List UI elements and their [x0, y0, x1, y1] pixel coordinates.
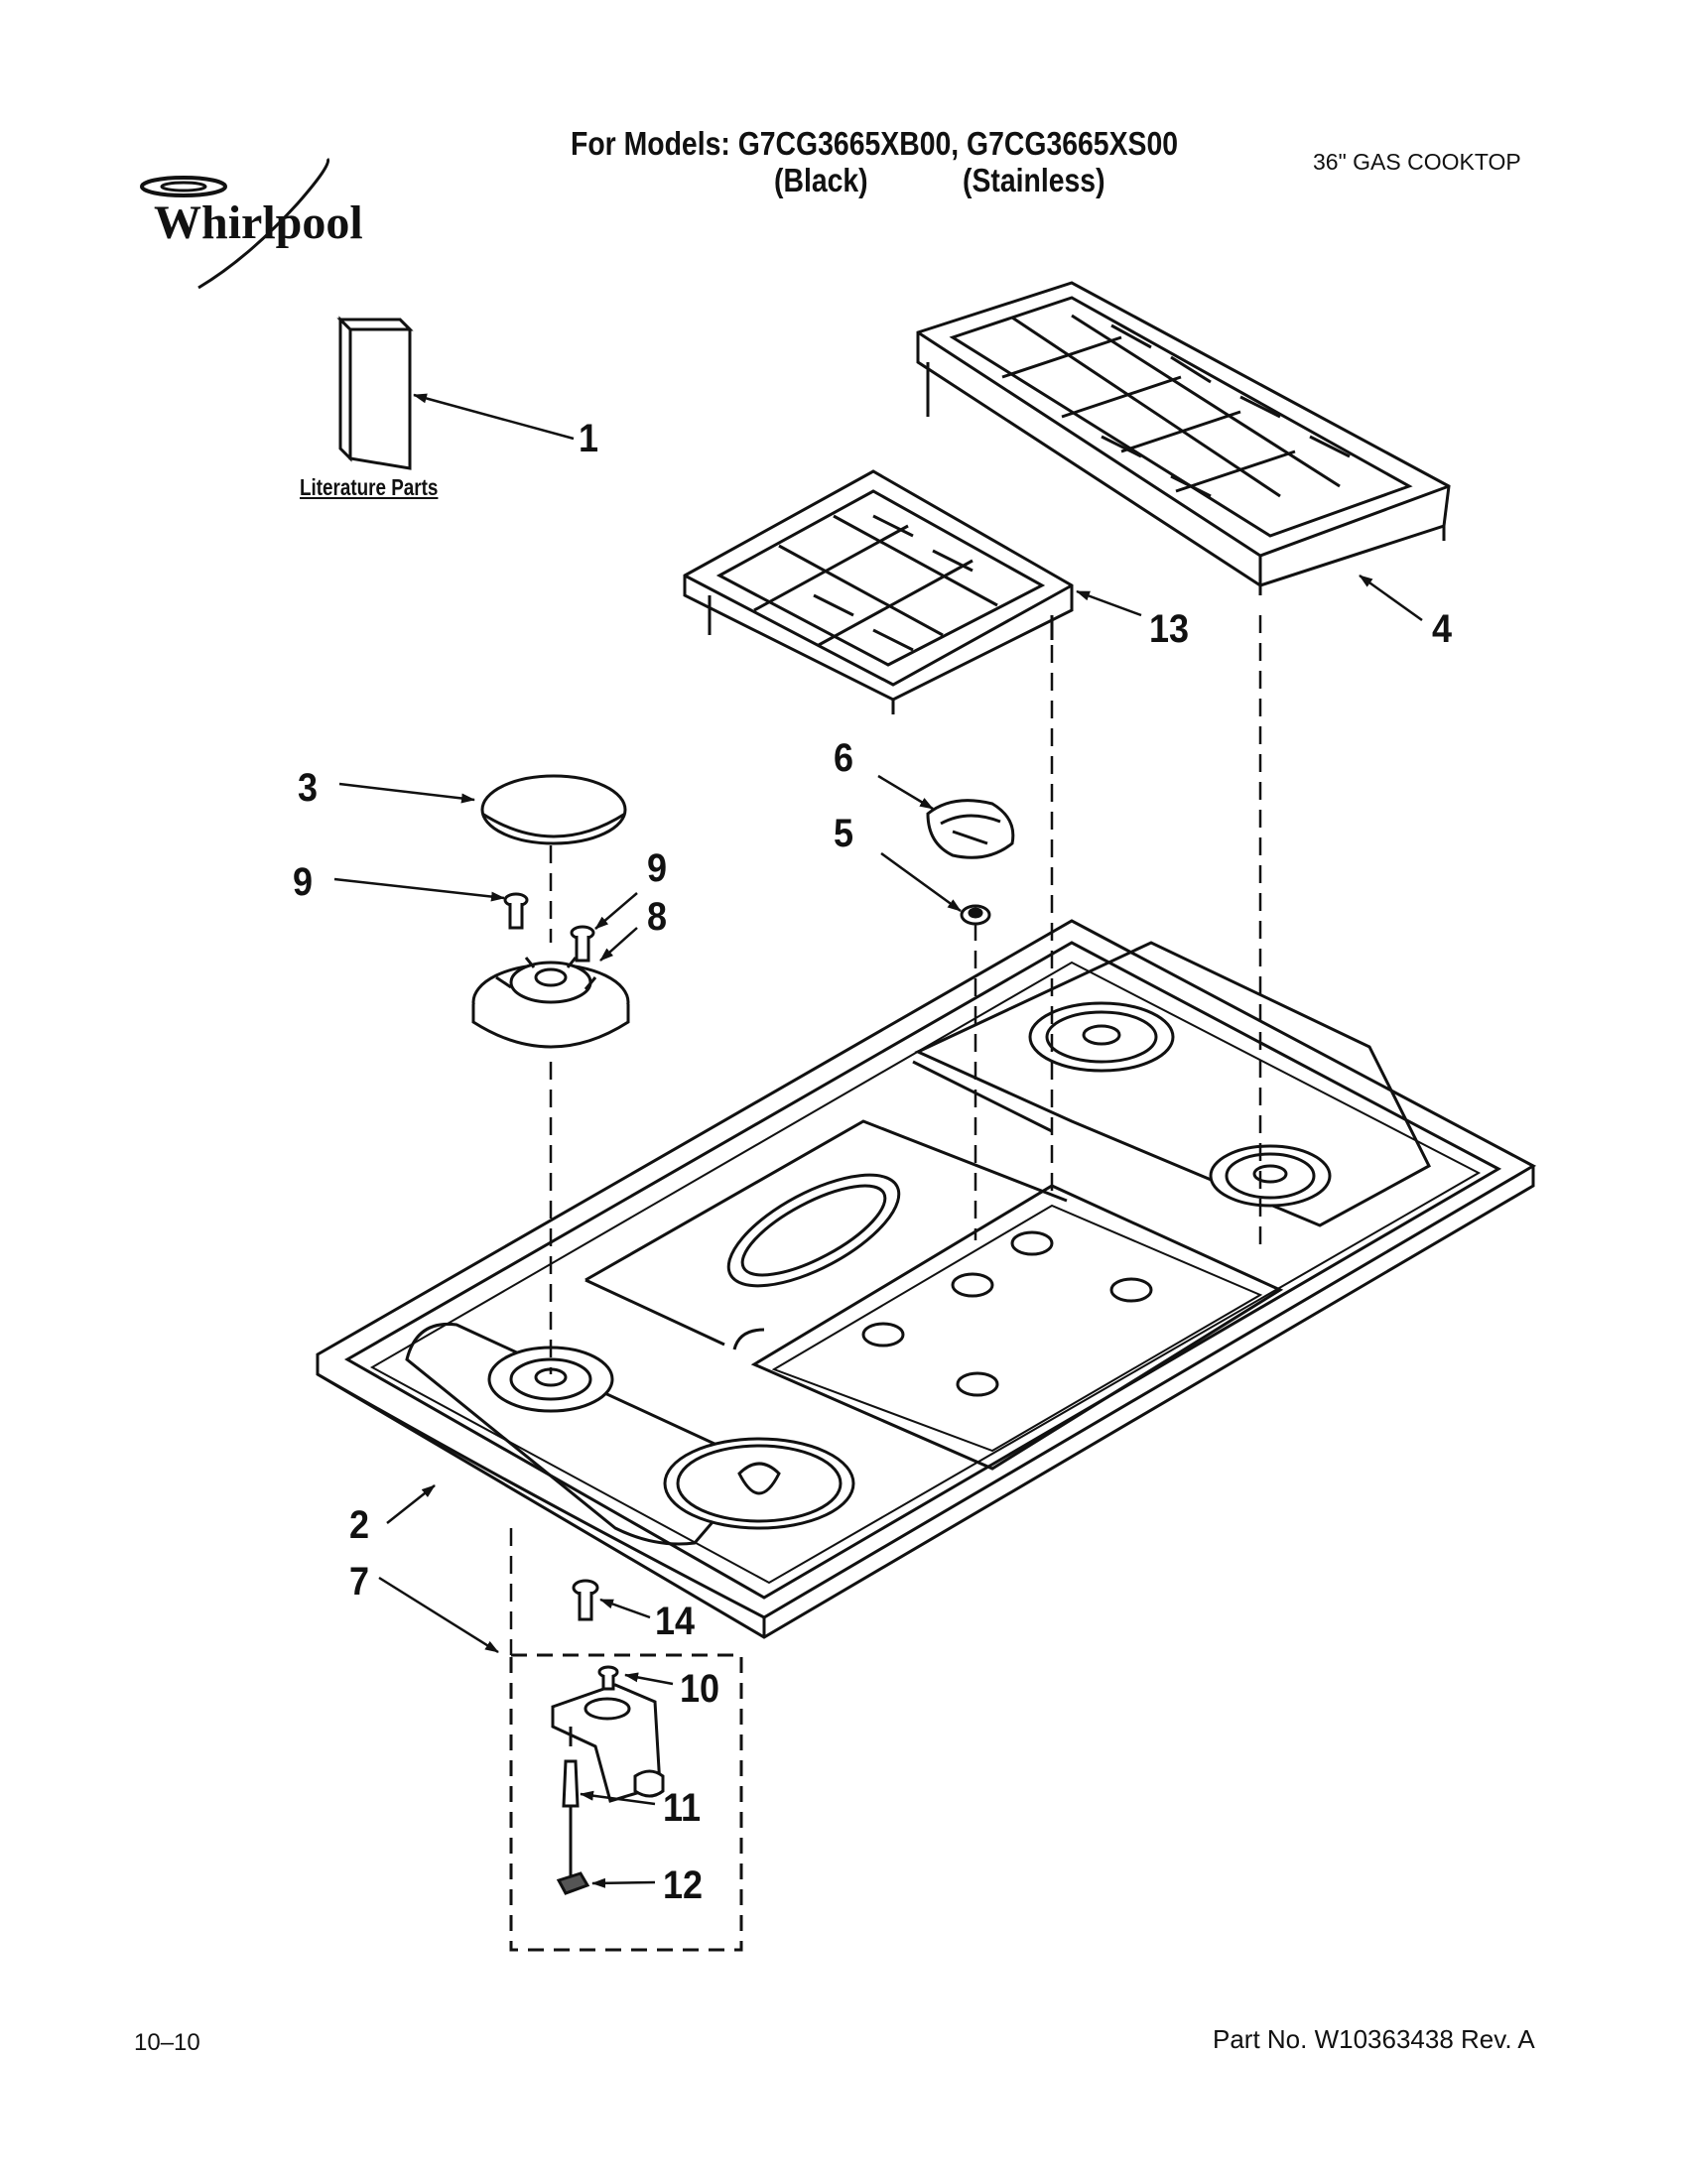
- valve-screw: [597, 1665, 619, 1691]
- callout-11: 11: [663, 1786, 702, 1830]
- large-grate: [916, 281, 1451, 595]
- revision-date: 10–10: [134, 2029, 200, 2056]
- callout-5: 5: [834, 812, 854, 855]
- product-title: 36" GAS COOKTOP: [1313, 149, 1521, 175]
- burner-screw-left: [503, 892, 529, 930]
- callout-13: 13: [1149, 607, 1190, 651]
- callout-2: 2: [349, 1503, 370, 1547]
- literature-parts-label: Literature Parts: [300, 474, 439, 500]
- models-heading: For Models: G7CG3665XB00, G7CG3665XS00: [571, 125, 1179, 162]
- svg-text:Whirlpool: Whirlpool: [154, 196, 363, 249]
- small-grate: [683, 469, 1074, 714]
- burner-right-front: [1209, 1144, 1332, 1208]
- valve-assembly: [551, 1683, 665, 1803]
- spark-electrode: [562, 1759, 580, 1875]
- callout-4: 4: [1432, 607, 1453, 651]
- electrode-clip: [556, 1871, 590, 1895]
- finish-stainless-label: (Stainless): [963, 162, 1105, 198]
- burner-left-rear: [487, 1346, 614, 1413]
- callout-12: 12: [663, 1863, 704, 1907]
- griddle-holes: [861, 1230, 1153, 1397]
- burner-right-rear: [1028, 1001, 1175, 1073]
- cooktop-body: [316, 919, 1537, 1639]
- callout-10: 10: [680, 1667, 720, 1711]
- literature-booklet: [336, 316, 414, 470]
- callout-1: 1: [579, 417, 599, 460]
- callout-9-left: 9: [293, 860, 314, 904]
- callout-9-right: 9: [647, 846, 668, 890]
- knob-spacer: [960, 904, 991, 926]
- burner-base: [471, 957, 630, 1049]
- burner-screw-right: [570, 925, 595, 963]
- callout-7: 7: [349, 1560, 370, 1604]
- callout-3: 3: [298, 766, 319, 810]
- callout-14: 14: [655, 1600, 696, 1643]
- finish-black-label: (Black): [774, 162, 868, 198]
- valve-assembly-box: [509, 1653, 743, 1952]
- part-number: Part No. W10363438 Rev. A: [1213, 2024, 1535, 2054]
- callout-8: 8: [647, 895, 668, 939]
- mounting-screw: [572, 1579, 599, 1621]
- callout-6: 6: [834, 736, 854, 780]
- callout-leaders: [333, 393, 1423, 1888]
- control-knob: [926, 799, 1015, 859]
- whirlpool-logo: Whirlpool: [140, 157, 363, 290]
- alignment-lines: [509, 615, 1262, 1655]
- burner-left-front: [663, 1437, 855, 1530]
- burner-cap: [480, 774, 627, 845]
